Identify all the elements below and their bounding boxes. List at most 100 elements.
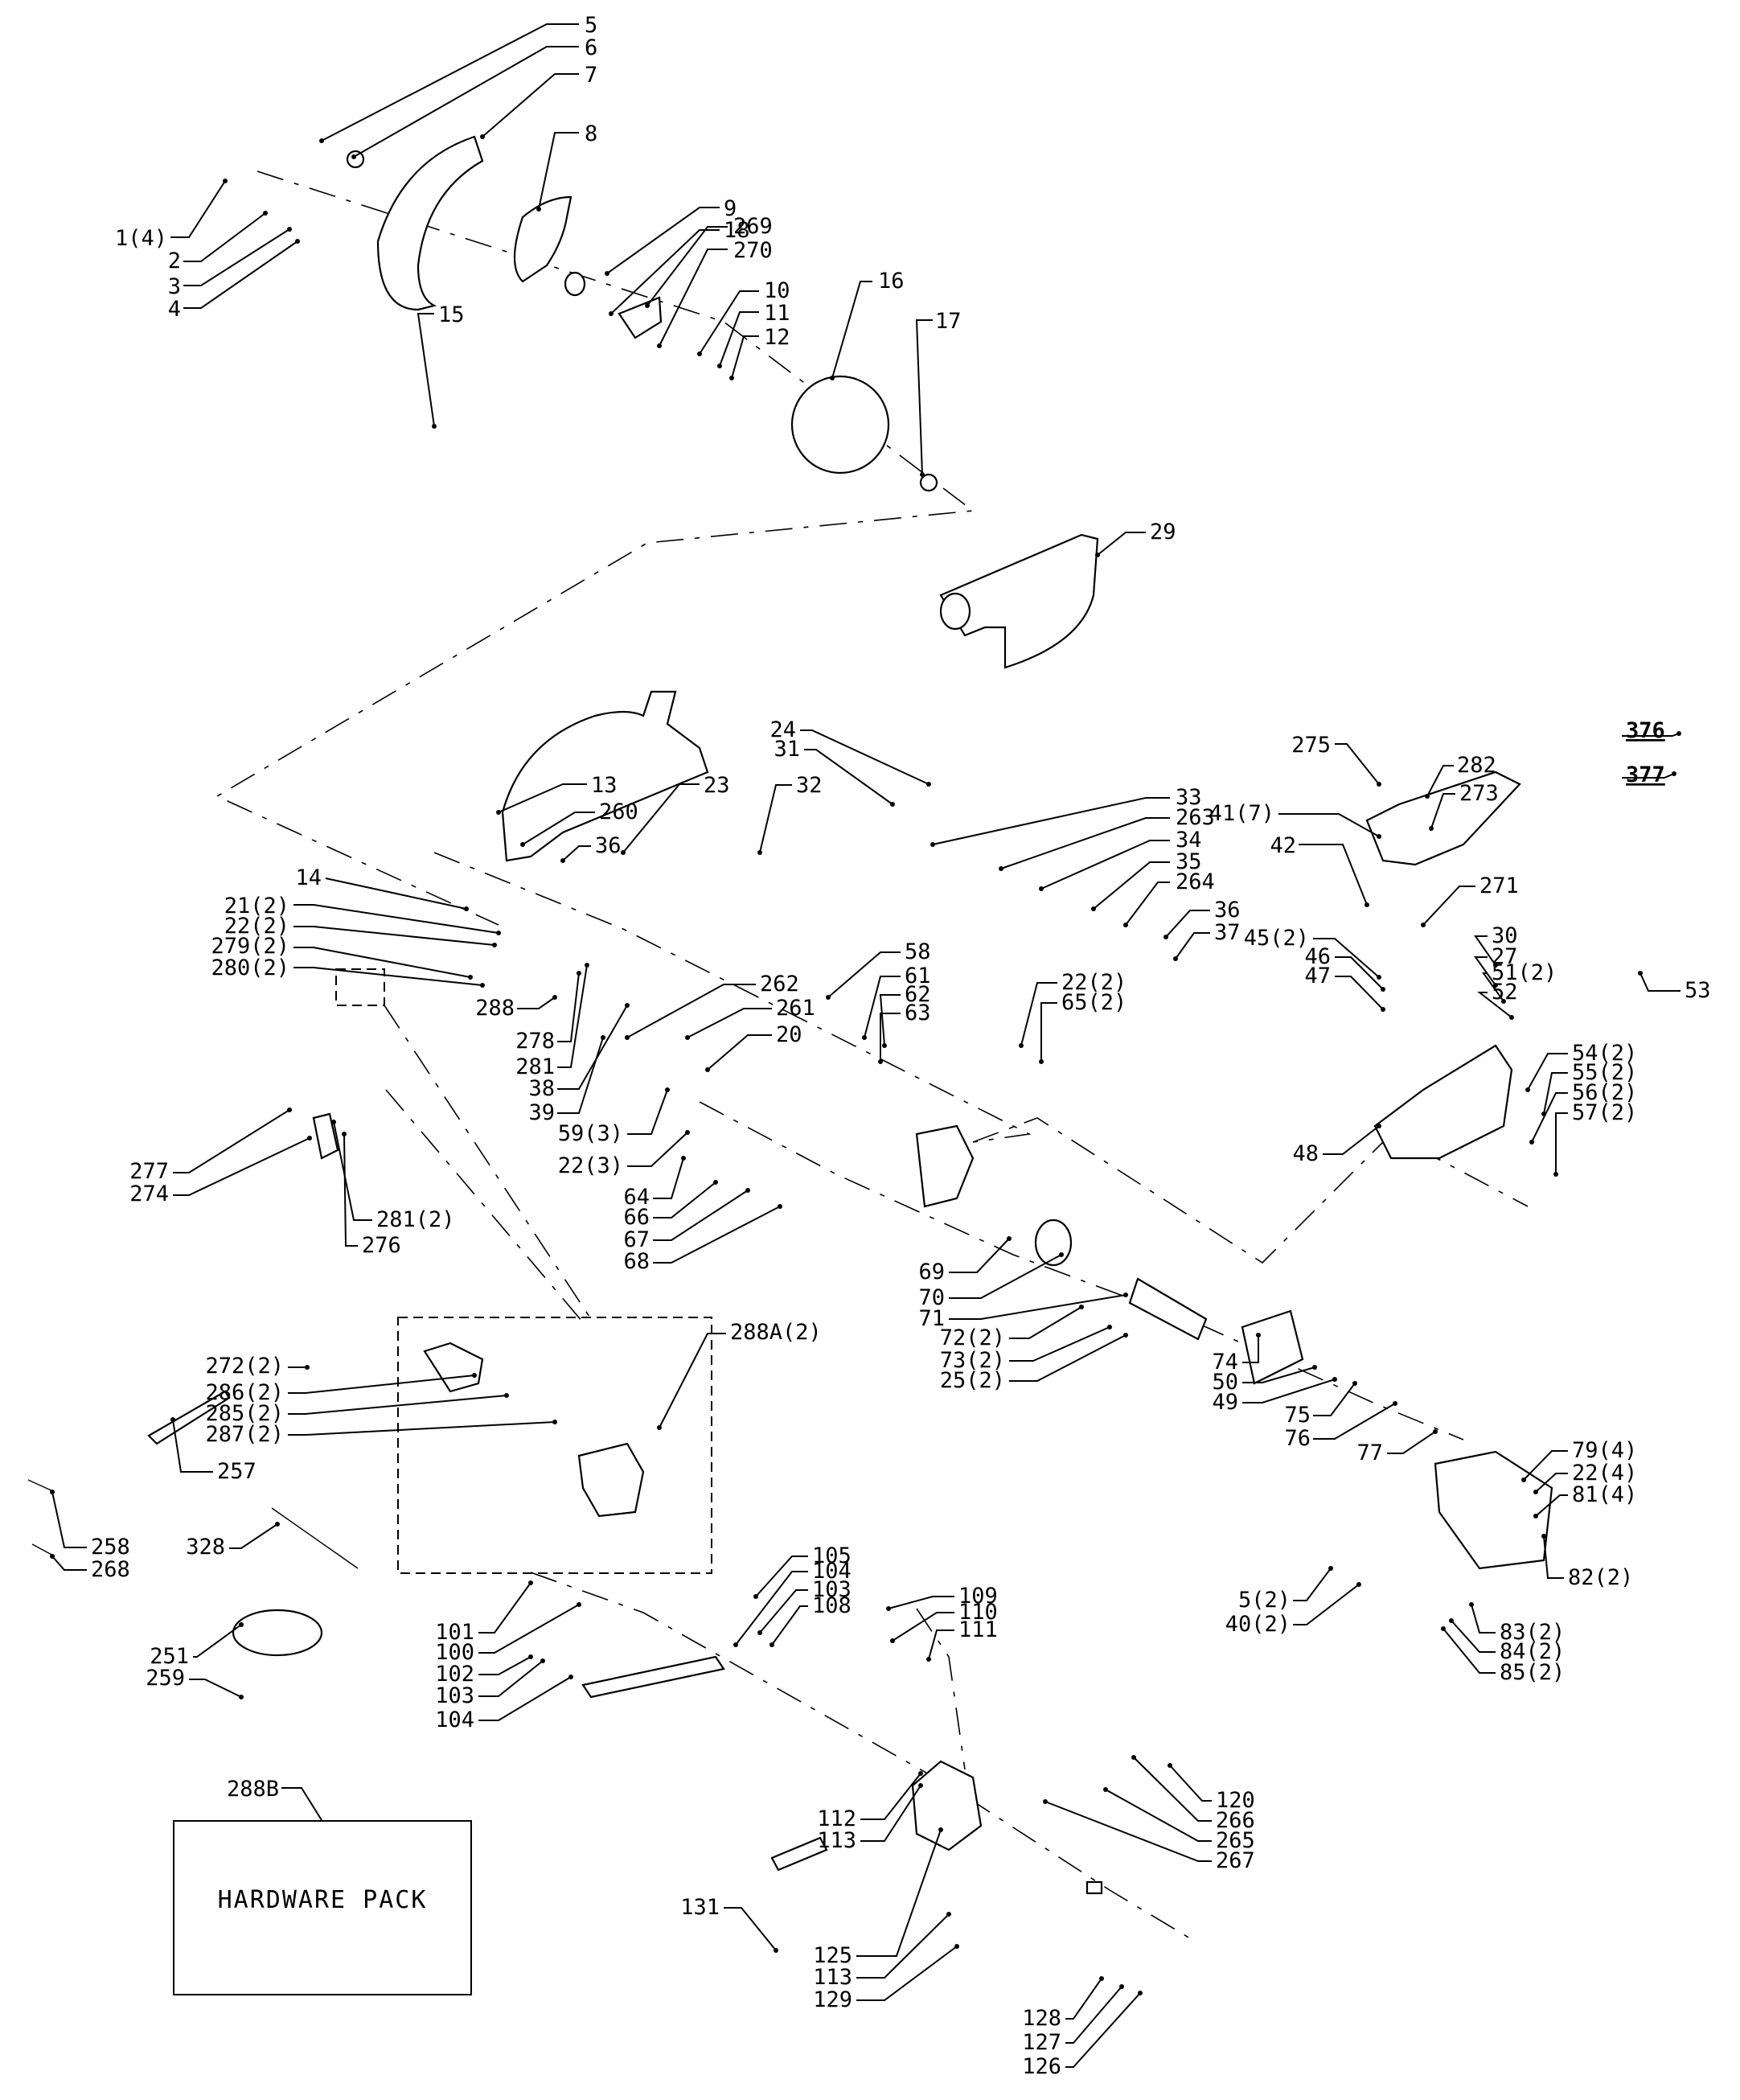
callout-label-c52: 52	[1492, 980, 1518, 1005]
part-point-c108	[769, 1642, 774, 1647]
part-point-c14	[464, 906, 469, 911]
callout-label-c282: 282	[1457, 753, 1496, 778]
part-point-c31	[890, 802, 895, 807]
part-point-c251	[239, 1622, 244, 1627]
leader-line-c46	[1335, 956, 1384, 990]
lock-lever	[581, 1655, 725, 1699]
leader-line-c49	[1242, 1379, 1336, 1403]
leader-line-c81	[1535, 1494, 1568, 1517]
axis-base-lever	[530, 1572, 1191, 1939]
leader-line-c261	[687, 1008, 772, 1038]
callout-label-c32: 32	[796, 773, 823, 798]
part-point-c39	[601, 1035, 605, 1040]
part-point-c265	[1103, 1787, 1108, 1792]
callout-label-c377: 377	[1626, 762, 1665, 787]
part-point-c258	[50, 1490, 55, 1494]
part-point-c11	[717, 364, 722, 368]
leader-line-c102	[478, 1656, 531, 1675]
leader-line-c63	[880, 1013, 901, 1062]
leader-line-c57	[1555, 1112, 1568, 1174]
callout-label-c110: 110	[958, 1600, 998, 1625]
hex-key-258	[27, 1479, 55, 1493]
callout-label-c22c: 22(3)	[558, 1153, 623, 1178]
leader-line-c66	[653, 1182, 716, 1218]
part-point-c83	[1469, 1602, 1474, 1607]
callout-label-c287: 287(2)	[205, 1422, 284, 1447]
callout-label-c83: 83(2)	[1500, 1620, 1565, 1645]
leader-line-c259	[189, 1679, 242, 1698]
part-point-c12	[729, 376, 734, 380]
leader-line-c6	[353, 46, 579, 158]
callout-label-c74: 74	[1212, 1350, 1238, 1375]
part-point-c377	[1672, 771, 1676, 776]
leader-line-c22c	[627, 1132, 688, 1167]
callout-label-c268: 268	[91, 1557, 130, 1582]
part-point-c328	[275, 1522, 280, 1527]
part-point-c285	[504, 1393, 509, 1398]
leader-line-c264	[1125, 882, 1170, 926]
inner-guard-plate	[513, 195, 572, 283]
part-point-c53	[1638, 971, 1643, 976]
part-point-c75	[1352, 1381, 1357, 1386]
leader-line-c75	[1313, 1383, 1356, 1416]
callout-label-c77: 77	[1356, 1440, 1383, 1465]
callout-label-c278: 278	[515, 1029, 555, 1054]
leader-line-c263	[1000, 817, 1170, 869]
part-point-c84	[1449, 1618, 1454, 1623]
detail-connector	[384, 1005, 592, 1320]
callout-label-c2: 2	[168, 249, 181, 273]
callout-label-c22a: 22(2)	[224, 914, 289, 939]
part-point-c120	[1168, 1763, 1172, 1768]
callout-label-c34: 34	[1176, 828, 1202, 853]
leader-line-c281	[557, 964, 588, 1068]
part-point-c22d	[1533, 1490, 1538, 1494]
callout-label-c288: 288	[475, 996, 515, 1021]
part-point-c5	[319, 138, 324, 143]
callout-label-c17: 17	[935, 309, 962, 334]
callout-label-c262: 262	[760, 972, 799, 997]
leader-line-c5b	[1293, 1568, 1332, 1601]
leader-line-c33	[932, 797, 1170, 845]
callout-label-c85: 85(2)	[1500, 1660, 1565, 1685]
part-point-c72	[1079, 1305, 1084, 1309]
callout-label-c120: 120	[1216, 1788, 1255, 1813]
axis-arm	[433, 852, 1032, 1143]
part-point-c264	[1123, 923, 1128, 927]
callout-label-c35: 35	[1176, 849, 1202, 874]
part-point-c376	[1676, 731, 1681, 736]
leader-line-c260	[522, 812, 595, 845]
callout-label-c42: 42	[1270, 833, 1296, 858]
leader-line-c273	[1430, 793, 1455, 829]
hardware-pack-text: HARDWARE PACK	[217, 1885, 428, 1914]
part-point-c37	[1173, 956, 1178, 961]
part-point-c112	[918, 1771, 923, 1776]
leader-line-c100	[478, 1604, 580, 1654]
leader-line-c103b	[759, 1589, 808, 1634]
callout-label-c101: 101	[435, 1620, 474, 1645]
leader-line-c126	[1065, 1992, 1141, 2068]
callout-label-c40: 40(2)	[1225, 1612, 1291, 1637]
callout-label-c126: 126	[1022, 2054, 1061, 2079]
callout-label-c33: 33	[1176, 785, 1202, 810]
callout-label-c103a: 103	[435, 1683, 474, 1708]
part-point-c49	[1332, 1377, 1337, 1382]
callout-label-c9: 9	[724, 196, 737, 221]
leader-line-c251	[193, 1624, 242, 1658]
leader-line-c258	[51, 1491, 87, 1548]
leader-line-c58	[827, 951, 901, 998]
leader-line-c109	[888, 1596, 954, 1609]
leader-line-c112	[860, 1773, 921, 1820]
part-point-c277	[287, 1108, 292, 1112]
part-point-c109	[886, 1606, 891, 1611]
callout-label-c274: 274	[129, 1182, 169, 1206]
part-point-c5b	[1328, 1566, 1333, 1571]
callout-label-c273: 273	[1459, 781, 1499, 806]
part-point-c267	[1043, 1799, 1048, 1804]
callout-label-c109: 109	[958, 1584, 998, 1609]
part-point-c7	[480, 134, 485, 139]
part-point-c260	[520, 842, 525, 847]
brush-holder-cap	[423, 1342, 484, 1393]
leader-line-c18	[610, 229, 720, 314]
leader-line-c1	[170, 180, 226, 238]
axis-pack	[385, 1089, 588, 1328]
